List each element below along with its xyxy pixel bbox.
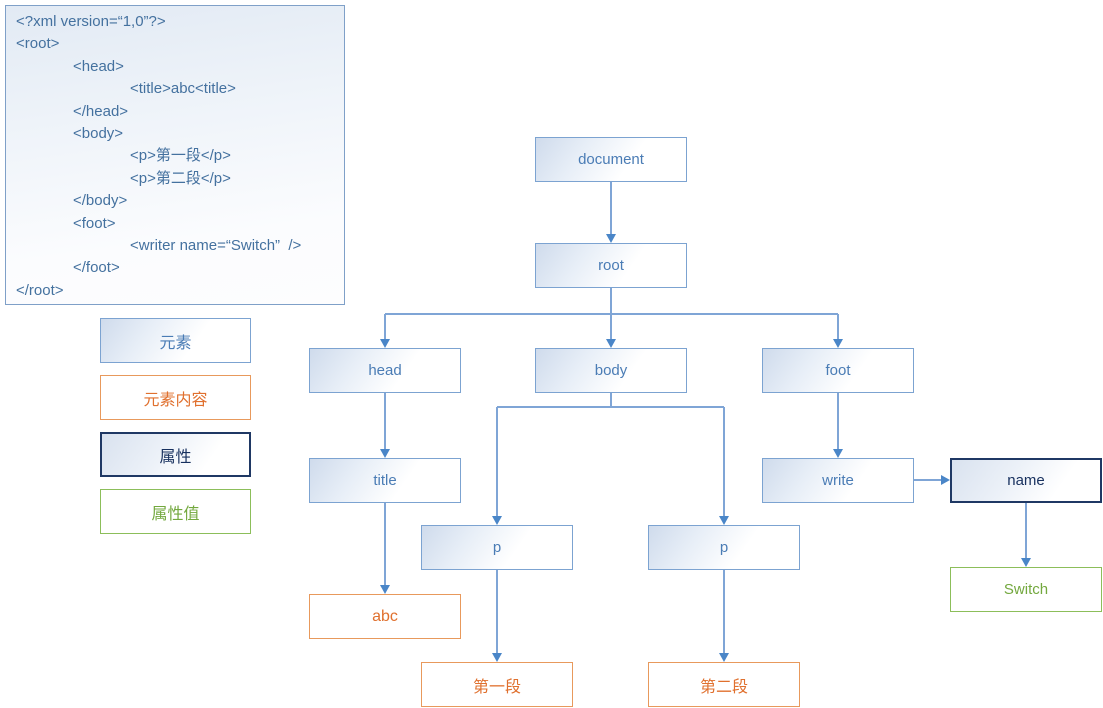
connector-arrowhead [941, 474, 950, 485]
connector-arrowhead [832, 449, 843, 458]
connector-line [723, 407, 725, 517]
connector-line [496, 407, 498, 517]
tree-node-root: root [535, 243, 687, 288]
tree-node-write: write [762, 458, 914, 503]
connector-arrowhead [718, 516, 729, 525]
connector-arrowhead [491, 516, 502, 525]
tree-node-switch: Switch [950, 567, 1102, 612]
connector-line [384, 503, 386, 586]
code-line: <root> [16, 35, 60, 53]
connector-line [384, 314, 386, 340]
connector-line [1025, 503, 1027, 559]
xml-source-panel: <?xml version=“1,0”?> <root> <head> <title>… [5, 5, 345, 305]
tree-node-paragraph1: 第一段 [421, 662, 573, 707]
tree-node-foot: foot [762, 348, 914, 393]
code-line: <?xml version=“1,0”?> [16, 13, 166, 30]
connector-arrowhead [832, 339, 843, 348]
code-line: <p>第一段</p> [130, 147, 231, 165]
connector-arrowhead [379, 585, 390, 594]
connector-line [610, 288, 612, 314]
connector-line [837, 314, 839, 340]
connector-line [496, 570, 498, 654]
connector-arrowhead [491, 653, 502, 662]
connector-arrowhead [605, 234, 616, 243]
tree-node-paragraph2: 第二段 [648, 662, 800, 707]
connector-line [610, 314, 612, 340]
connector-arrowhead [605, 339, 616, 348]
tree-node-body: body [535, 348, 687, 393]
tree-node-abc: abc [309, 594, 461, 639]
code-line: </body> [73, 192, 128, 210]
tree-node-p1: p [421, 525, 573, 570]
code-line: <writer name=“Switch” /> [130, 237, 302, 255]
legend-item-element: 元素 [100, 318, 251, 363]
connector-arrowhead [718, 653, 729, 662]
code-line: </root> [16, 281, 64, 299]
connector-line [723, 570, 725, 654]
code-line: <p>第二段</p> [130, 169, 231, 187]
tree-node-title: title [309, 458, 461, 503]
connector-arrowhead [379, 339, 390, 348]
connector-line [610, 182, 612, 235]
connector-arrowhead [379, 449, 390, 458]
code-line: <head> [73, 57, 124, 75]
legend-item-content: 元素内容 [100, 375, 251, 420]
tree-node-name: name [950, 458, 1102, 503]
connector-arrowhead [1020, 558, 1031, 567]
legend-item-attribute: 属性 [100, 432, 251, 477]
code-line: <title>abc<title> [130, 80, 236, 98]
connector-line [837, 393, 839, 450]
code-line: </foot> [73, 259, 120, 277]
code-line: <body> [73, 125, 124, 143]
connector-line [497, 406, 724, 408]
tree-node-document: document [535, 137, 687, 182]
code-line: <foot> [73, 214, 116, 232]
legend-item-value: 属性值 [100, 489, 251, 534]
tree-node-head: head [309, 348, 461, 393]
code-line: </head> [73, 102, 129, 120]
connector-line [610, 393, 612, 407]
connector-line [913, 479, 942, 481]
connector-line [384, 393, 386, 450]
tree-node-p2: p [648, 525, 800, 570]
